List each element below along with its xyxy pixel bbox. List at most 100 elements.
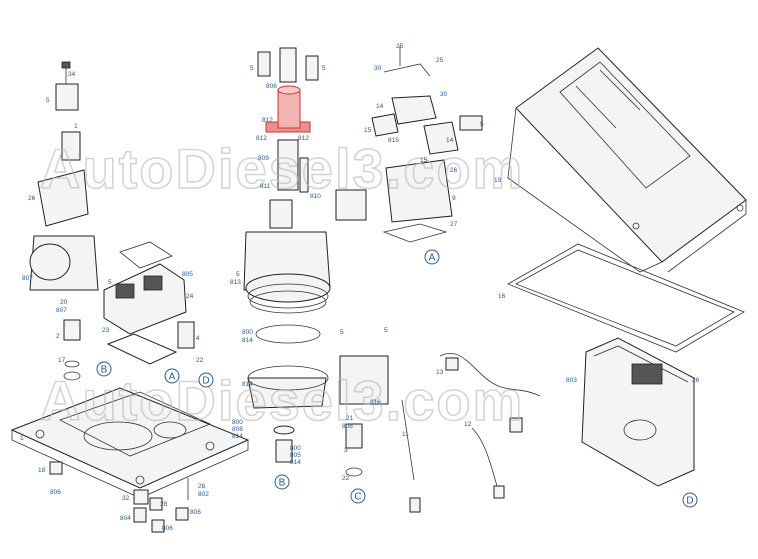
- watermark-text: AutoDiesel3.com: [40, 369, 524, 432]
- section-letter-marker: C: [350, 488, 366, 504]
- part-callout: 814: [242, 337, 253, 344]
- part-callout: 5: [322, 65, 326, 72]
- part-callout: 5: [108, 279, 112, 286]
- part-callout: 816: [370, 399, 381, 406]
- part-callout: 808: [232, 426, 243, 433]
- part-callout: 803: [566, 377, 577, 384]
- letter-ring: [164, 368, 180, 384]
- wiring-harnesses: [339, 352, 541, 513]
- part-callout: 814: [242, 381, 253, 388]
- part-callout: 15: [364, 127, 372, 134]
- part-callout: 5: [340, 329, 344, 336]
- part-callout: 805: [290, 452, 301, 459]
- part-callout: 26: [198, 483, 206, 490]
- part-callout: 22: [196, 357, 204, 364]
- part-callout: 30: [374, 65, 382, 72]
- part-callout: 810: [310, 193, 321, 200]
- part-callout: 23: [102, 327, 110, 334]
- part-callout: 814: [232, 433, 243, 440]
- part-callout: 25: [396, 43, 404, 50]
- section-letter: A: [169, 372, 176, 383]
- watermark-text: AutoDiesel3.com: [40, 137, 524, 200]
- section-letter: D: [202, 376, 209, 387]
- section-letter: B: [279, 478, 286, 489]
- part-callout: 814: [290, 459, 301, 466]
- part-callout: 802: [198, 491, 209, 498]
- part-callout: 813: [230, 279, 241, 286]
- control-module-803: [581, 337, 695, 487]
- part-callout: 5: [250, 65, 254, 72]
- section-letter-marker: A: [424, 249, 440, 265]
- central-pump-assembly: [243, 47, 367, 463]
- part-callout: 9: [452, 195, 456, 202]
- part-callout: 1: [20, 435, 24, 442]
- part-callout: 26: [28, 195, 36, 202]
- lower-plugs: [49, 461, 189, 533]
- left-sensor-stack: [29, 61, 99, 381]
- section-letter: A: [429, 253, 436, 264]
- part-callout: 800: [232, 419, 243, 426]
- part-callout: 811: [260, 183, 271, 190]
- section-letter-marker: D: [198, 372, 214, 388]
- section-letter-marker: D: [682, 492, 698, 508]
- part-callout: 26: [450, 167, 458, 174]
- part-callout: 1: [74, 123, 78, 130]
- part-callout: 14: [446, 137, 454, 144]
- part-callout: 800: [242, 329, 253, 336]
- part-callout: 27: [450, 221, 458, 228]
- part-callout: 30: [440, 91, 448, 98]
- part-callout: 807: [56, 307, 67, 314]
- part-callout: 21: [346, 415, 354, 422]
- section-letter-marker: B: [274, 474, 290, 490]
- part-callout: 4: [196, 335, 200, 342]
- part-callout: 18: [38, 467, 46, 474]
- part-callout: 25: [436, 57, 444, 64]
- valve-pack-A: [371, 46, 483, 243]
- part-callout: 20: [60, 299, 68, 306]
- part-callout: 19: [494, 177, 502, 184]
- gasket-16: [507, 243, 745, 353]
- ecu-connector-block: [103, 241, 195, 365]
- part-callout: 32: [122, 495, 130, 502]
- part-callout: 2: [56, 333, 60, 340]
- part-callout: 24: [186, 293, 194, 300]
- part-callout: 12: [464, 421, 472, 428]
- part-callout: 5: [236, 271, 240, 278]
- part-callout: 806: [50, 489, 61, 496]
- part-callout: 34: [68, 71, 76, 78]
- part-callout: 13: [436, 369, 444, 376]
- section-letter: C: [354, 492, 361, 503]
- part-callout: 812: [298, 135, 309, 142]
- part-callout: 812: [256, 135, 267, 142]
- part-callout: 806: [266, 83, 277, 90]
- part-callout: 15: [420, 157, 428, 164]
- part-callout: 812: [262, 117, 273, 124]
- part-callout: 805: [182, 271, 193, 278]
- section-letter: D: [686, 496, 693, 507]
- letter-ring: [274, 474, 290, 490]
- letter-ring: [198, 372, 214, 388]
- part-callout: 3: [344, 447, 348, 454]
- part-callout: 800: [290, 445, 301, 452]
- part-callout: 806: [162, 525, 173, 532]
- part-callout: 28: [160, 501, 168, 508]
- part-callout: 26: [692, 377, 700, 384]
- part-callout: 804: [120, 515, 131, 522]
- part-callout: 808: [342, 423, 353, 430]
- part-callouts: 3451268072080721723188061805524422328042…: [20, 43, 700, 532]
- part-callout: 806: [190, 509, 201, 516]
- part-callout: 5: [480, 121, 484, 128]
- letter-ring: [682, 492, 698, 508]
- part-callout: 11: [402, 431, 409, 438]
- letter-ring: [350, 488, 366, 504]
- part-callout: 16: [498, 293, 506, 300]
- part-callout: 815: [388, 137, 399, 144]
- part-callout: 5: [384, 327, 388, 334]
- part-callout: 17: [58, 357, 66, 364]
- part-callout: 809: [258, 155, 269, 162]
- letter-ring: [96, 361, 112, 377]
- section-letter-marker: A: [164, 368, 180, 384]
